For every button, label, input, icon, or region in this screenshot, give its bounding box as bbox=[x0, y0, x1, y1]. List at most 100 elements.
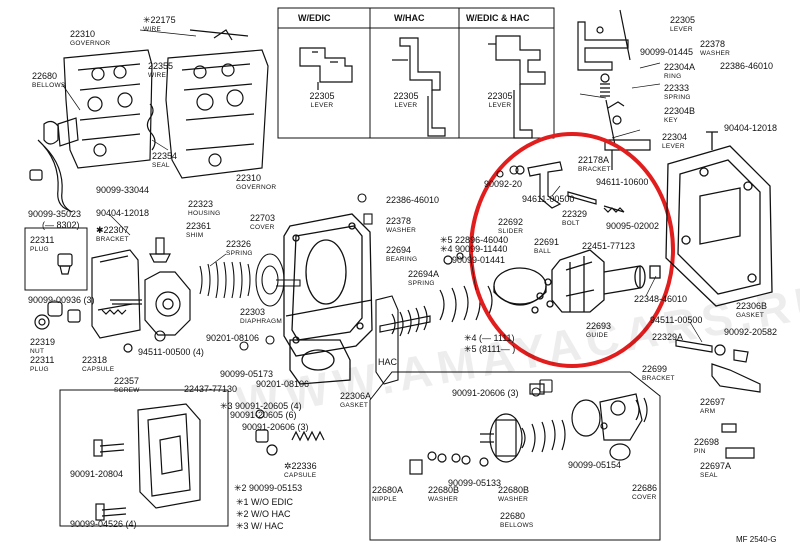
part-number: 22680A bbox=[372, 485, 404, 495]
part-number: 90091-20804 bbox=[70, 469, 124, 479]
part-number: 22305 bbox=[393, 91, 419, 101]
bracket-box bbox=[59, 389, 229, 527]
lever-hac-icon bbox=[392, 37, 446, 137]
part-number: 22306B bbox=[736, 301, 768, 311]
part-number: 22378 bbox=[386, 216, 412, 226]
part-number: 22311 bbox=[30, 235, 55, 245]
part-number: 94611-00500 bbox=[522, 194, 575, 204]
part-description: WASHER bbox=[700, 50, 731, 57]
part-description: SLIDER bbox=[498, 228, 524, 235]
part-number: 22693 bbox=[586, 321, 612, 331]
part-description: SPRING bbox=[226, 250, 253, 257]
part-number: 90095-02002 bbox=[606, 221, 660, 231]
part-label-p90099_35023: 90099-35023 bbox=[28, 210, 81, 219]
part-description: SEAL bbox=[152, 162, 170, 169]
part-description: PLUG bbox=[30, 366, 49, 373]
part-number: (— 8302) bbox=[42, 220, 80, 230]
part-description: CAPSULE bbox=[82, 366, 115, 373]
part-number: 22680B bbox=[498, 485, 530, 495]
part-number: 22303 bbox=[240, 307, 266, 317]
part-description: GUIDE bbox=[586, 332, 609, 339]
part-number: 22697A bbox=[700, 461, 732, 471]
part-label-p22451: 22451-77123 bbox=[582, 242, 635, 251]
part-number: 94611-10600 bbox=[596, 177, 649, 187]
part-description: SPRING bbox=[664, 94, 691, 101]
part-label-p90404_12018b: 90404-12018 bbox=[96, 209, 149, 218]
part-number: ✳22175 bbox=[143, 15, 176, 25]
part-number: ✳4 90099-11440 bbox=[440, 244, 508, 254]
part-description: BELLOWS bbox=[32, 82, 66, 89]
legend-line-3: ✳3 W/ HAC bbox=[236, 521, 284, 531]
bolts-right bbox=[675, 339, 761, 459]
part-number: 22326 bbox=[226, 239, 252, 249]
part-number: 90091-20606 (3) bbox=[242, 422, 309, 432]
part-number: 90092-20582 bbox=[724, 327, 778, 337]
part-description: WASHER bbox=[428, 496, 459, 503]
part-label-p90099_01445: 90099-01445 bbox=[640, 48, 693, 57]
part-number: 22305 bbox=[670, 15, 696, 25]
lever-edic-icon bbox=[299, 47, 353, 90]
part-number: 90201-08106 bbox=[206, 333, 260, 343]
part-label-p22348: 22348-46010 bbox=[634, 295, 687, 304]
part-number: 22698 bbox=[694, 437, 720, 447]
part-number: 22354 bbox=[152, 151, 178, 161]
part-number: 22386-46010 bbox=[720, 61, 774, 71]
part-description: BRACKET bbox=[642, 375, 675, 382]
part-number: 22694A bbox=[408, 269, 440, 279]
part-number: 22355 bbox=[148, 61, 174, 71]
part-number: 22333 bbox=[664, 83, 690, 93]
legend-line-1: ✳1 W/O EDIC bbox=[236, 497, 294, 507]
part-label-p5_8111: ✳5 (8111— ) bbox=[464, 345, 515, 354]
part-label-p90099_05173: 90099-05173 bbox=[220, 370, 273, 379]
part-number: ✳2 90099-05153 bbox=[234, 483, 303, 493]
part-description: ARM bbox=[700, 408, 716, 415]
part-number: 94511-00500 (4) bbox=[138, 347, 204, 357]
part-number: 90099-01445 bbox=[640, 47, 694, 57]
part-label-p90095_02002: 90095-02002 bbox=[606, 222, 659, 231]
part-number: 22694 bbox=[386, 245, 412, 255]
part-label-p90099_04526: 90099-04526 (4) bbox=[70, 520, 137, 529]
part-number: ✳4 (— 1111) bbox=[464, 333, 515, 343]
part-label-p8302: (— 8302) bbox=[42, 221, 80, 230]
leader-lines bbox=[61, 29, 703, 343]
part-label-p4_90099_11440: ✳4 90099-11440 bbox=[440, 245, 507, 254]
part-description: WIRE bbox=[148, 72, 167, 79]
part-number: ✳5 (8111— ) bbox=[464, 344, 516, 354]
part-number: 90099-00936 (3) bbox=[28, 295, 95, 305]
bracket-22178a bbox=[515, 161, 625, 213]
part-description: LEVER bbox=[662, 143, 685, 150]
part-label-p90091_20606a: 90091-20606 (3) bbox=[452, 389, 519, 398]
part-description: SPRING bbox=[408, 280, 435, 287]
governor-left-drawing bbox=[29, 49, 153, 213]
part-number: 90099-05133 bbox=[448, 478, 502, 488]
part-number: 90091-20606 (3) bbox=[452, 388, 519, 398]
part-description: PLUG bbox=[30, 246, 49, 253]
part-number: 90099-04526 (4) bbox=[70, 519, 137, 529]
part-number: 22686 bbox=[632, 483, 658, 493]
misc-fasteners bbox=[154, 165, 553, 397]
part-number: 22680 bbox=[500, 511, 526, 521]
part-description: GASKET bbox=[736, 312, 765, 319]
part-number: 22311 bbox=[30, 355, 55, 365]
